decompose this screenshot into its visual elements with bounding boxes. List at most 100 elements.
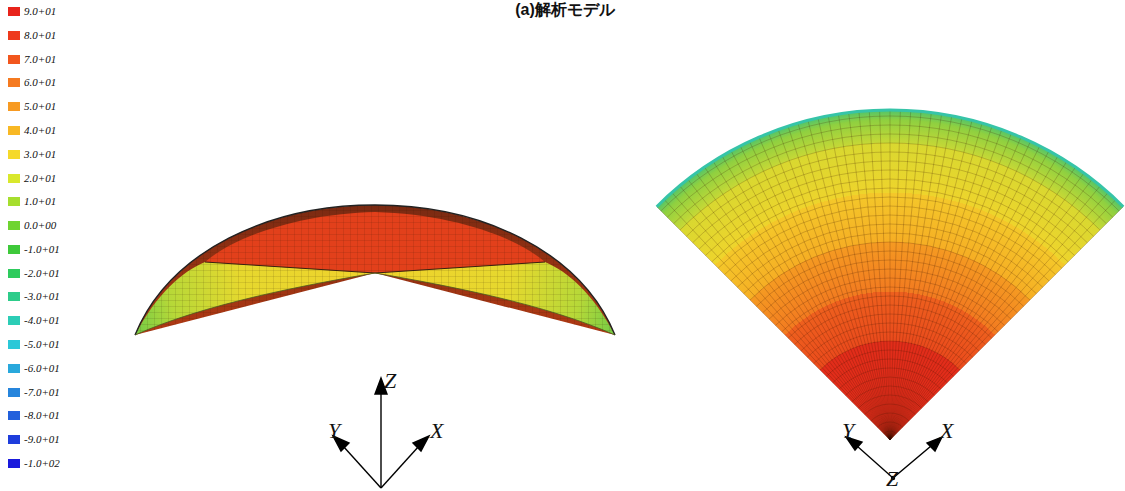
legend-swatch	[8, 292, 20, 301]
axis-label: Z	[384, 370, 396, 392]
shell-edge	[135, 273, 615, 335]
shell-right-panel	[375, 262, 615, 335]
mesh-line	[788, 296, 992, 338]
legend-swatch	[8, 435, 20, 444]
mesh-line	[839, 368, 941, 389]
mesh-line	[688, 179, 890, 440]
legend-value: 2.0+01	[24, 171, 56, 185]
legend-swatch	[8, 269, 20, 278]
axis-triad	[333, 378, 429, 488]
sector-rim	[657, 110, 1124, 207]
mesh-line	[696, 173, 890, 440]
mesh-line	[705, 179, 1074, 255]
mesh-line	[763, 260, 1018, 313]
mesh-line	[672, 192, 890, 440]
mesh-line	[680, 143, 1100, 230]
mesh-line	[890, 141, 1031, 440]
mesh-line	[865, 404, 916, 415]
shell-left-panel	[135, 262, 375, 335]
axis-label: Y	[842, 420, 854, 442]
shell-mesh	[205, 212, 545, 273]
axis-label: Z	[886, 468, 898, 490]
legend-swatch	[8, 197, 20, 206]
mesh-line	[782, 287, 998, 332]
mesh-line	[838, 114, 890, 440]
mesh-line	[890, 137, 1021, 440]
mesh-line	[890, 161, 1067, 440]
legend-swatch	[8, 31, 20, 40]
mesh-line	[750, 242, 1030, 300]
mesh-line	[884, 431, 897, 434]
legend-value: -2.0+01	[24, 266, 60, 280]
legend-swatch	[8, 245, 20, 254]
legend-swatch	[8, 174, 20, 183]
mesh-line	[890, 114, 942, 440]
shell-top-region	[205, 212, 545, 273]
mesh-line	[890, 207, 1123, 440]
mesh-line	[749, 141, 890, 440]
mesh-line	[686, 152, 1093, 236]
legend-swatch	[8, 102, 20, 111]
legend-value: 9.0+01	[24, 4, 56, 18]
legend-value: 8.0+01	[24, 28, 56, 42]
legend-swatch	[8, 78, 20, 87]
sector-contour	[657, 110, 1124, 440]
legend-value: -4.0+01	[24, 313, 60, 327]
legend-value: -1.0+01	[24, 242, 60, 256]
legend-swatch	[8, 150, 20, 159]
mesh-line	[712, 188, 1068, 262]
mesh-line	[737, 224, 1042, 287]
mesh-line	[890, 133, 1011, 440]
legend-swatch	[8, 388, 20, 397]
mesh-line	[667, 125, 1112, 217]
legend-swatch	[8, 316, 20, 325]
mesh-line	[890, 186, 1100, 440]
legend-value: -7.0+01	[24, 385, 60, 399]
mesh-line	[880, 110, 890, 440]
mesh-line	[890, 126, 992, 440]
mesh-line	[756, 251, 1023, 306]
mesh-line	[890, 179, 1092, 440]
legend-value: 1.0+01	[24, 194, 56, 208]
mesh-line	[744, 233, 1037, 294]
legend-swatch	[8, 411, 20, 420]
legend-swatch	[8, 55, 20, 64]
axis-label: Y	[328, 420, 340, 442]
mesh-line	[833, 359, 948, 383]
legend-swatch	[8, 364, 20, 373]
shell-mesh	[375, 262, 615, 335]
mesh-line	[890, 110, 900, 440]
mesh-line	[731, 215, 1049, 281]
mesh-line	[820, 341, 960, 370]
axis-label: X	[430, 420, 443, 442]
legend-value: -8.0+01	[24, 408, 60, 422]
mesh-line	[858, 395, 922, 408]
legend-value: -9.0+01	[24, 432, 60, 446]
axis-label: X	[940, 420, 953, 442]
shell-mesh	[135, 205, 615, 335]
mesh-line	[890, 167, 1075, 440]
shell-back	[135, 205, 615, 335]
mesh-line	[818, 118, 890, 440]
mesh-line	[795, 305, 986, 345]
legend-swatch	[8, 459, 20, 468]
legend-value: -3.0+01	[24, 289, 60, 303]
shell-outline	[135, 205, 615, 335]
mesh-line	[871, 413, 909, 421]
mesh-line	[705, 167, 890, 440]
mesh-line	[890, 110, 891, 440]
shell-side-view	[135, 205, 615, 335]
mesh-line	[769, 133, 890, 440]
legend-value: 3.0+01	[24, 147, 56, 161]
mesh-line	[826, 350, 953, 376]
mesh-line	[890, 118, 962, 440]
mesh-line	[801, 314, 979, 351]
mesh-line	[759, 137, 890, 440]
legend-value: 0.0+00	[24, 218, 56, 232]
mesh-line	[718, 197, 1062, 268]
legend-value: 6.0+01	[24, 75, 56, 89]
mesh-line	[693, 161, 1088, 243]
legend-swatch	[8, 340, 20, 349]
